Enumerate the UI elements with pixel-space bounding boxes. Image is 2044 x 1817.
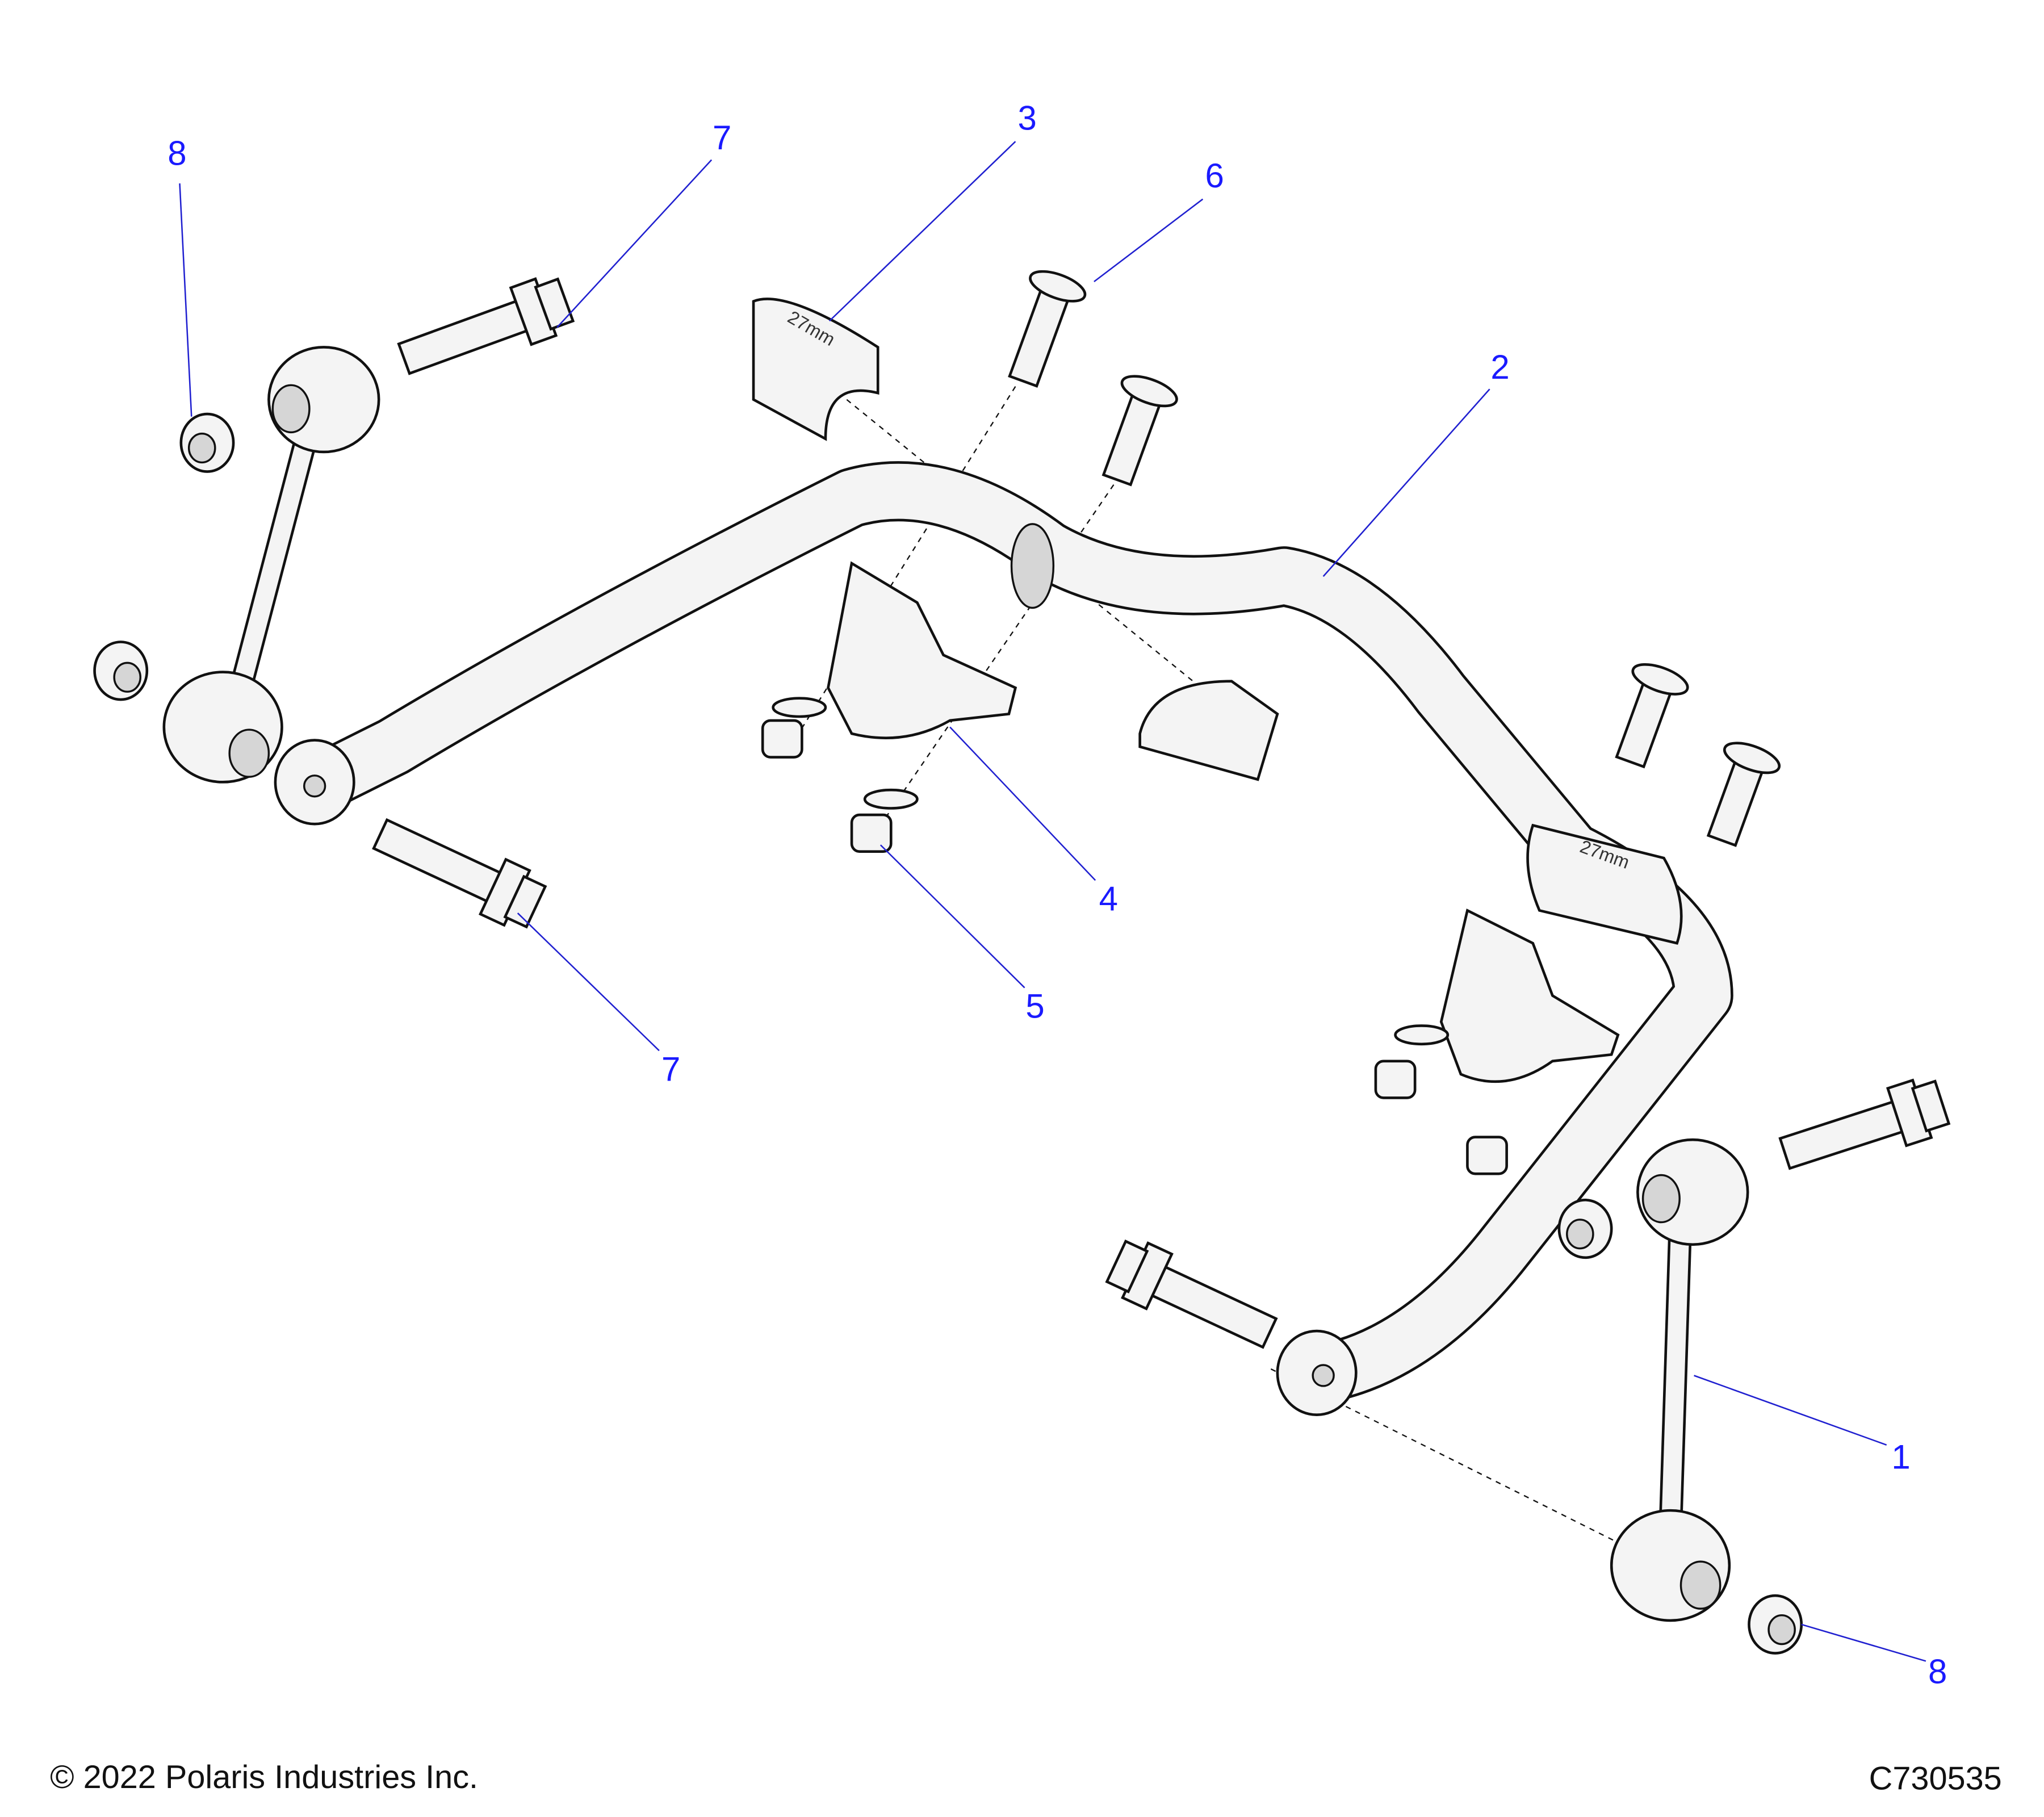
callout-5: 5 bbox=[1025, 987, 1044, 1025]
flange-bolt bbox=[372, 277, 1951, 1349]
hex-nut bbox=[93, 412, 1803, 1655]
copyright: © 2022 Polaris Industries Inc. bbox=[50, 1759, 478, 1795]
callout-6: 6 bbox=[1205, 157, 1224, 195]
flange-nut bbox=[761, 697, 1508, 1175]
callout-1: 1 bbox=[1891, 1438, 1910, 1476]
callouts: 8 7 3 6 2 4 5 7 1 8 bbox=[167, 99, 1947, 1690]
end-link bbox=[162, 346, 1749, 1622]
callout-3: 3 bbox=[1018, 99, 1037, 137]
callout-8b: 8 bbox=[1928, 1653, 1947, 1691]
callout-4: 4 bbox=[1099, 880, 1118, 918]
carriage-bolt bbox=[1008, 270, 1781, 847]
callout-8: 8 bbox=[167, 135, 186, 173]
bushing-clamp bbox=[827, 561, 1620, 1083]
callout-7b: 7 bbox=[661, 1050, 680, 1088]
drawing-number: C730535 bbox=[1869, 1761, 2002, 1797]
callout-2: 2 bbox=[1490, 348, 1509, 386]
callout-7: 7 bbox=[713, 119, 731, 157]
bushing: 27mm 27mm bbox=[752, 298, 1683, 945]
stabilizer-bar bbox=[274, 461, 1733, 1417]
